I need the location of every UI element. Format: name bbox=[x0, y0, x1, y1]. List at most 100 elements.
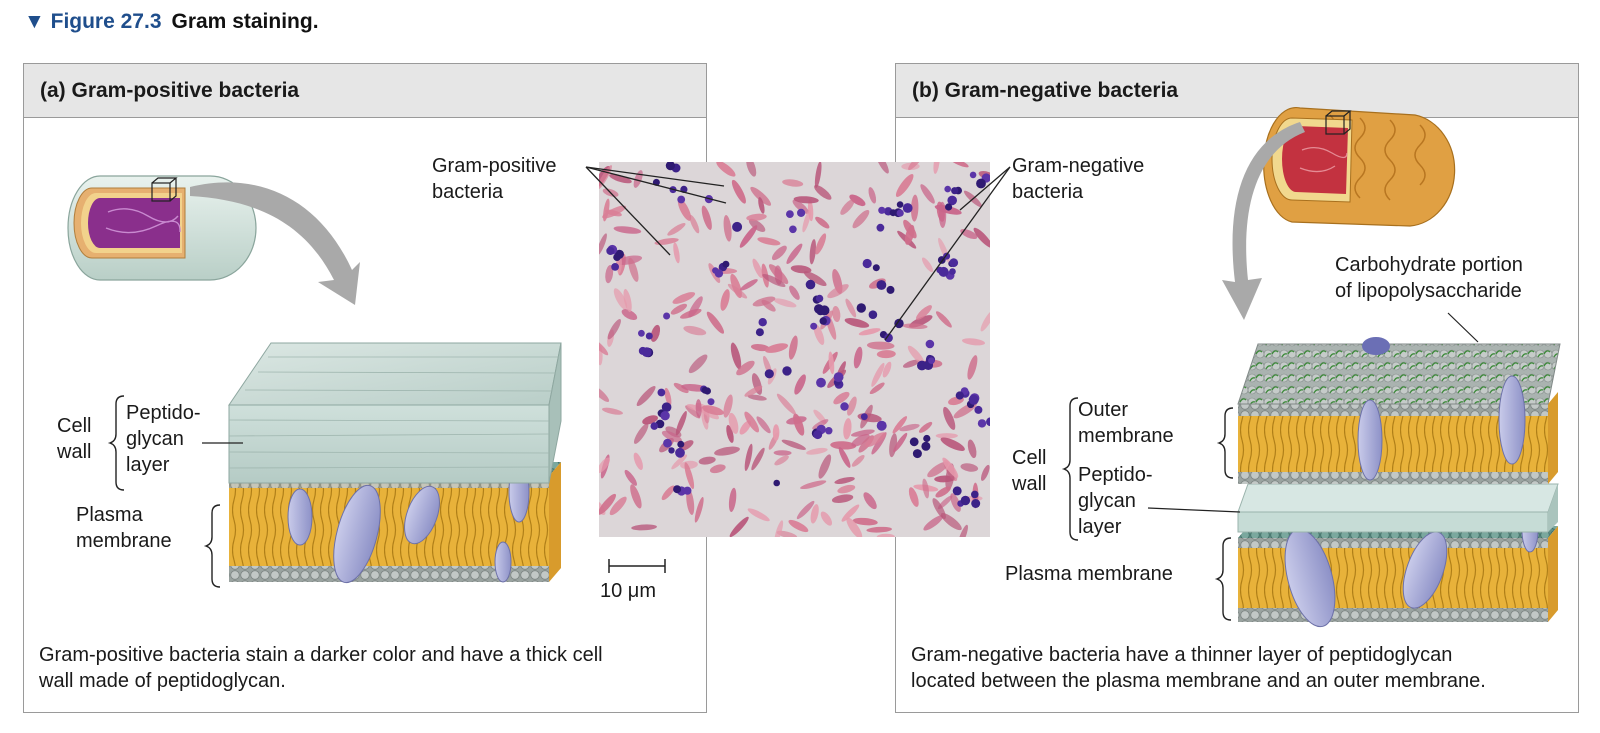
gram-negative-rod bbox=[772, 424, 780, 441]
bracket-cell-wall-b bbox=[1061, 397, 1079, 541]
gram-negative-rod bbox=[793, 196, 819, 204]
gram-negative-rod bbox=[746, 213, 767, 221]
gram-negative-rod bbox=[876, 350, 896, 359]
gram-negative-rod bbox=[788, 519, 809, 533]
gram-negative-rod bbox=[921, 257, 934, 273]
gram-positive-coccus bbox=[960, 495, 971, 506]
gram-negative-rod bbox=[730, 342, 742, 370]
gram-negative-rod bbox=[814, 185, 832, 200]
gram-negative-rod bbox=[750, 186, 772, 206]
gram-negative-rod bbox=[654, 238, 679, 245]
gram-negative-rod bbox=[922, 478, 930, 499]
gram-negative-rod bbox=[814, 162, 822, 189]
gram-negative-rod bbox=[788, 335, 798, 360]
gram-negative-rod bbox=[967, 355, 978, 380]
gram-positive-coccus bbox=[797, 208, 806, 217]
gram-negative-rod bbox=[933, 162, 940, 174]
gram-negative-rod bbox=[744, 385, 763, 397]
gram-negative-rod bbox=[678, 440, 694, 452]
gram-negative-rod bbox=[871, 362, 885, 387]
label-gram-positive-2: bacteria bbox=[432, 181, 504, 203]
leader-carbohydrate bbox=[1447, 312, 1479, 343]
gram-positive-coccus bbox=[925, 339, 935, 349]
gram-negative-rod bbox=[843, 418, 852, 440]
gram-negative-rod bbox=[782, 179, 804, 187]
label-plasma-b: Plasma membrane bbox=[1005, 563, 1173, 585]
gram-positive-coccus bbox=[876, 280, 887, 290]
gram-negative-rod bbox=[727, 283, 748, 299]
gram-positive-coccus bbox=[668, 447, 675, 454]
gram-negative-rod bbox=[863, 492, 877, 510]
gram-negative-rod bbox=[771, 245, 787, 261]
gram-positive-coccus bbox=[825, 427, 833, 435]
gram-negative-rod bbox=[793, 413, 805, 436]
gram-positive-coccus bbox=[683, 486, 692, 495]
label-peptido-a-2: glycan bbox=[126, 428, 184, 450]
gram-negative-rod bbox=[762, 273, 786, 288]
gram-negative-rod bbox=[686, 488, 695, 515]
gram-negative-rod bbox=[642, 415, 658, 425]
gram-negative-rod bbox=[698, 456, 716, 465]
gram-positive-coccus bbox=[816, 377, 826, 388]
gram-negative-rod bbox=[605, 264, 614, 284]
gram-negative-rod bbox=[661, 485, 675, 501]
gram-negative-rod bbox=[602, 205, 627, 219]
gram-positive-coccus bbox=[921, 441, 931, 451]
gram-negative-rod bbox=[694, 496, 704, 523]
gram-negative-rod bbox=[846, 517, 863, 537]
gram-positive-coccus bbox=[876, 420, 887, 431]
gram-negative-rod bbox=[908, 162, 923, 171]
gram-negative-rod bbox=[746, 162, 757, 177]
gram-negative-rod bbox=[831, 494, 854, 503]
gram-negative-rod bbox=[818, 454, 832, 479]
label-peptido-b-1: Peptido- bbox=[1078, 464, 1153, 486]
gram-negative-rod bbox=[866, 341, 895, 350]
gram-negative-rod bbox=[837, 484, 856, 494]
gram-negative-rod bbox=[599, 457, 610, 474]
scale-bar bbox=[608, 559, 666, 573]
gram-negative-rod bbox=[739, 225, 758, 248]
gram-negative-rod bbox=[609, 173, 632, 184]
gram-negative-rod bbox=[723, 394, 733, 418]
gram-positive-coccus bbox=[810, 322, 818, 330]
gram-positive-coccus bbox=[786, 210, 794, 218]
gram-positive-coccus bbox=[611, 263, 619, 271]
gram-negative-rod bbox=[841, 504, 860, 522]
gram-positive-coccus bbox=[722, 260, 730, 268]
gram-negative-rod bbox=[957, 524, 968, 537]
gram-negative-rod bbox=[731, 179, 746, 204]
gram-positive-coccus bbox=[938, 266, 949, 277]
gram-positive-coccus bbox=[813, 430, 823, 440]
gram-positive-coccus bbox=[606, 246, 615, 255]
gram-negative-rod bbox=[832, 305, 841, 323]
gram-negative-rod bbox=[910, 194, 919, 222]
label-peptido-a-3: layer bbox=[126, 454, 170, 476]
gram-negative-rod bbox=[815, 233, 827, 255]
gram-positive-coccus bbox=[889, 209, 897, 217]
gram-negative-rod bbox=[752, 258, 763, 278]
gram-negative-rod bbox=[716, 162, 736, 177]
gram-negative-rod bbox=[650, 324, 661, 342]
gram-negative-rod bbox=[935, 433, 958, 439]
label-gram-positive-1: Gram-positive bbox=[432, 155, 557, 177]
gram-negative-rod bbox=[688, 296, 703, 318]
gram-positive-coccus bbox=[894, 318, 904, 329]
gram-negative-rod bbox=[849, 194, 866, 207]
gram-negative-rod bbox=[624, 469, 637, 486]
gram-positive-coccus bbox=[677, 440, 685, 448]
curved-arrow-b bbox=[1222, 122, 1305, 320]
gram-negative-rod bbox=[903, 219, 917, 239]
gram-negative-rod bbox=[677, 198, 692, 221]
gram-negative-cell-icon bbox=[1263, 106, 1456, 227]
gram-positive-coccus bbox=[773, 479, 780, 487]
gram-negative-rod bbox=[683, 325, 707, 336]
gram-negative-rod bbox=[844, 318, 870, 328]
gram-negative-rod bbox=[918, 421, 933, 433]
panel-a-description-2: wall made of peptidoglycan. bbox=[39, 670, 286, 692]
panel-b-description-2: located between the plasma membrane and … bbox=[911, 670, 1486, 692]
gram-negative-rod bbox=[973, 227, 990, 248]
gram-negative-rod bbox=[851, 455, 865, 467]
gram-negative-rod bbox=[671, 454, 688, 470]
gram-negative-rod bbox=[781, 439, 806, 450]
gram-negative-rod bbox=[960, 463, 979, 472]
